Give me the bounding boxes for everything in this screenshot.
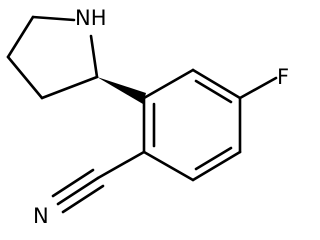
bond-aryl-double-2 bbox=[194, 79, 233, 104]
bond-cn-triple-3 bbox=[61, 184, 105, 214]
bond-cn-triple-1 bbox=[56, 176, 100, 206]
amine-nh-label: NH bbox=[75, 6, 107, 30]
bond-c-f bbox=[238, 76, 278, 100]
bond-ring-c-c-3 bbox=[40, 75, 99, 100]
bond-c-cn bbox=[96, 150, 146, 180]
wedge-bond bbox=[97, 77, 146, 104]
bond-aryl-5 bbox=[142, 150, 195, 182]
bond-ring-n-c bbox=[31, 15, 76, 22]
bond-aryl-4 bbox=[191, 150, 242, 182]
fluorine-label: F bbox=[277, 65, 289, 89]
nitrile-n-label: N bbox=[33, 204, 49, 228]
bond-aryl-double-3 bbox=[194, 146, 233, 171]
bond-aryl-1 bbox=[142, 68, 195, 100]
molecule-structure: NH F N bbox=[6, 6, 289, 228]
nitrile-group bbox=[51, 150, 146, 214]
bond-aryl-2 bbox=[191, 68, 242, 100]
bond-ring-c-c-1 bbox=[6, 15, 35, 59]
bond-ring-c-c-2 bbox=[6, 55, 44, 100]
benzene-ring bbox=[142, 68, 242, 182]
bond-ring-c-n bbox=[89, 34, 99, 79]
pyrrolidine-ring bbox=[6, 15, 99, 100]
bond-cn-triple-2 bbox=[51, 168, 95, 198]
